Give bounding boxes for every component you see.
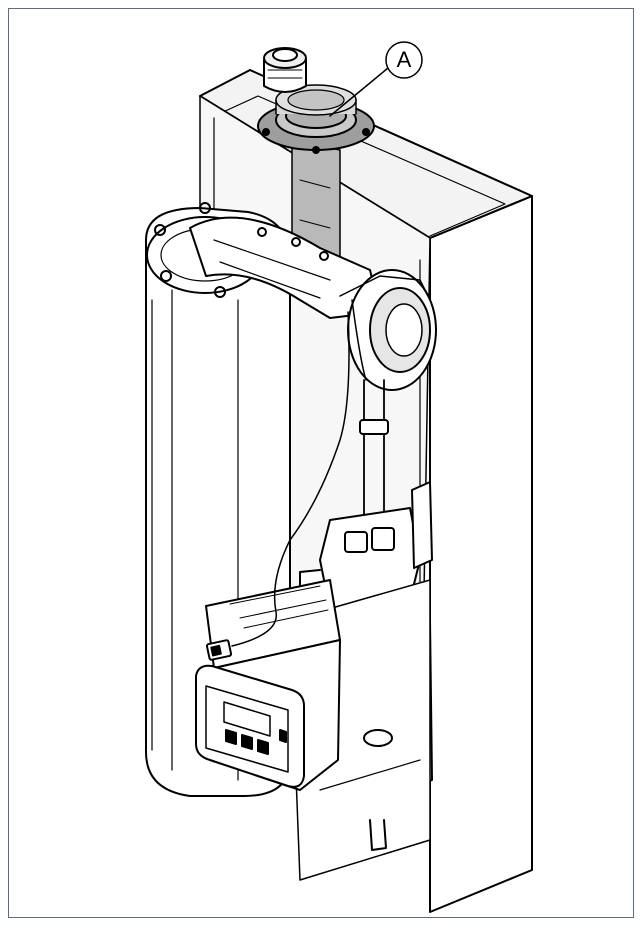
fan-housing xyxy=(339,269,437,391)
sensor-cable xyxy=(231,311,350,647)
display-panel xyxy=(195,664,305,788)
callout-label-a: A xyxy=(396,47,412,72)
flue-outlet xyxy=(257,84,375,154)
callout-leader xyxy=(329,67,389,117)
callout-circle-a xyxy=(385,41,423,79)
gas-valve xyxy=(299,507,421,611)
gas-pipe xyxy=(351,299,389,521)
connector-plug xyxy=(205,639,233,661)
air-intake-cap xyxy=(263,47,307,93)
casing-right-panel xyxy=(429,195,533,913)
